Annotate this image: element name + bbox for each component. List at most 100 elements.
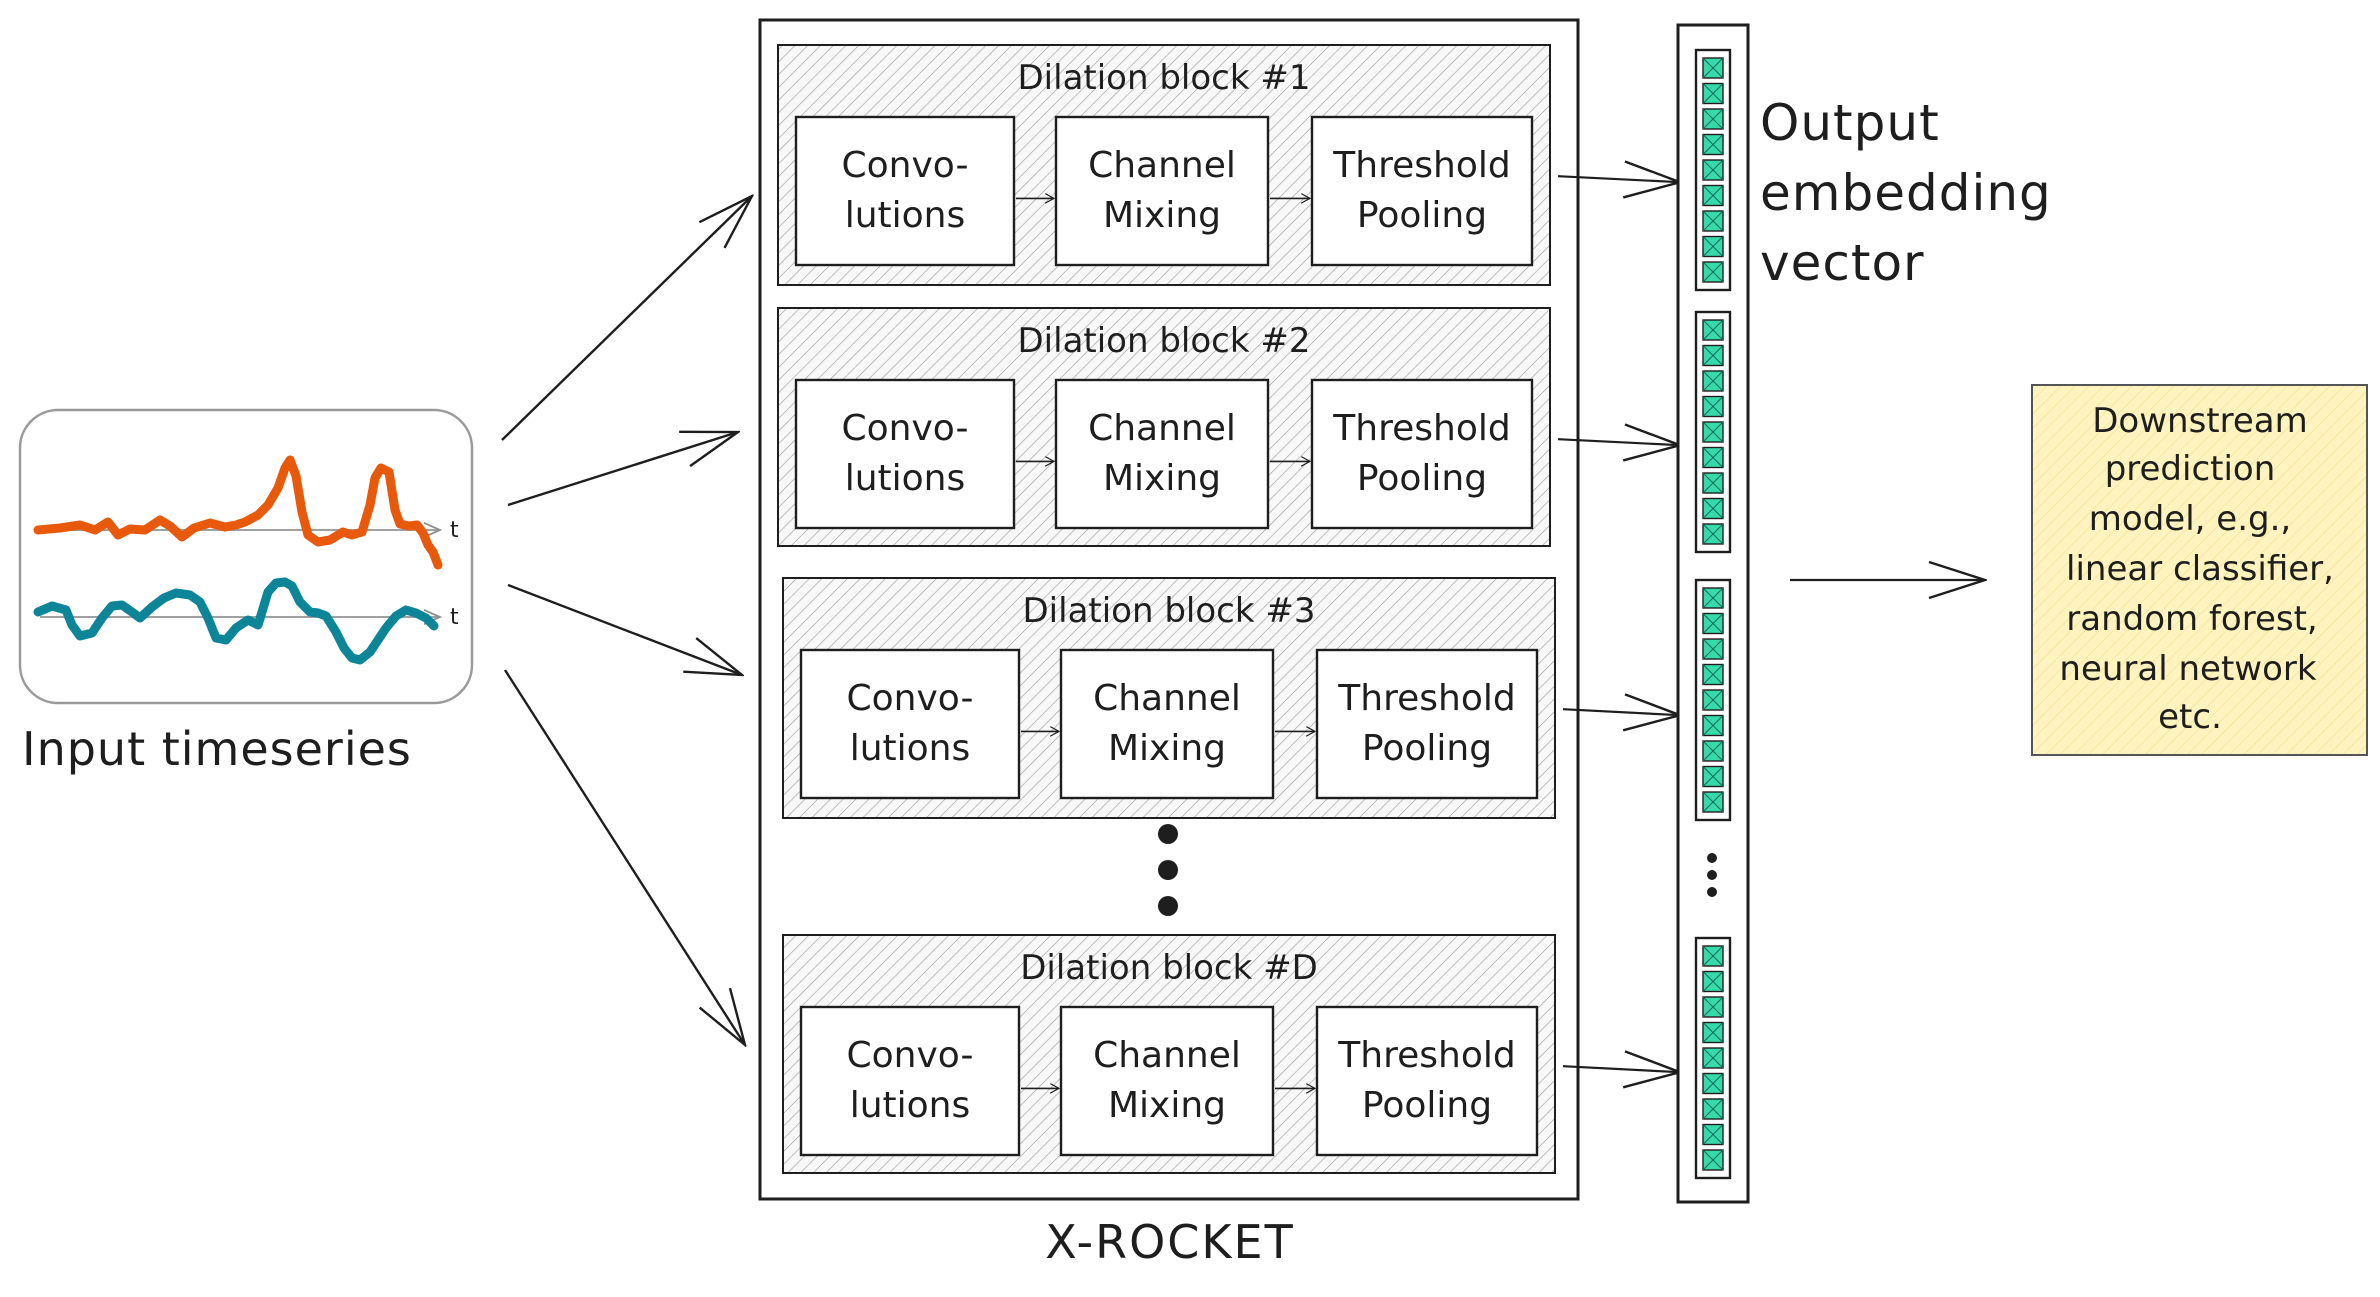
- dilation-block-title: Dilation block #D: [1020, 948, 1318, 988]
- downstream-line-1: Downstream: [2092, 401, 2308, 441]
- vector-cell-hatch: [1702, 421, 1724, 443]
- arrow-to-block-d: [503, 669, 745, 1045]
- step-label: Pooling: [1357, 458, 1487, 499]
- vector-cell-hatch: [1702, 83, 1724, 104]
- arrow-to-output-vector: [1557, 176, 1680, 182]
- vector-cell-hatch: [1702, 159, 1724, 181]
- vector-ellipsis-dot: [1707, 887, 1717, 897]
- step-label: Mixing: [1103, 195, 1221, 236]
- vector-cell-hatch: [1702, 971, 1724, 992]
- vector-cell-hatch: [1702, 447, 1724, 468]
- vector-cell-hatch: [1702, 396, 1724, 417]
- vector-segment-2: [1694, 310, 1732, 554]
- step-box: [799, 1005, 1021, 1157]
- step-box: [1054, 115, 1270, 267]
- step-label: lutions: [845, 195, 966, 236]
- arrow-to-block-3: [507, 583, 742, 675]
- vector-cell-hatch: [1702, 1098, 1724, 1120]
- downstream-line-4: linear classifier,: [2066, 549, 2334, 589]
- step-box: [1054, 378, 1270, 530]
- dilation-block-2: Dilation block #2Convo-lutionsChannelMix…: [777, 307, 1680, 547]
- downstream-model-box: Downstream prediction model, e.g., linea…: [2031, 384, 2368, 756]
- output-label-line-2: embedding: [1760, 164, 2052, 222]
- vector-cell-hatch: [1702, 1022, 1724, 1043]
- fan-out-arrows: [501, 196, 752, 1045]
- input-timeseries: t t Input timeseries: [18, 408, 474, 776]
- dilation-block-title: Dilation block #1: [1018, 58, 1311, 98]
- step-label: Convo-: [847, 1035, 974, 1076]
- vector-cell-hatch: [1702, 689, 1724, 711]
- time-axis-label-bottom: t: [450, 605, 459, 630]
- vector-segment-3: [1694, 578, 1732, 822]
- ellipsis-dot: [1158, 896, 1178, 916]
- vector-cell-hatch: [1702, 319, 1724, 341]
- output-label-line-1: Output: [1760, 94, 1940, 152]
- step-box: [1315, 648, 1539, 800]
- step-label: Channel: [1093, 678, 1241, 719]
- step-box: [1315, 1005, 1539, 1157]
- step-label: Pooling: [1362, 728, 1492, 769]
- dilation-block-title: Dilation block #3: [1023, 591, 1316, 631]
- step-box: [1059, 648, 1275, 800]
- ellipsis-dot: [1158, 860, 1178, 880]
- vector-cell-hatch: [1702, 587, 1724, 609]
- step-box: [1310, 378, 1534, 530]
- dilation-block-4: Dilation block #DConvo-lutionsChannelMix…: [782, 934, 1680, 1174]
- vector-ellipsis: [1707, 853, 1717, 897]
- blocks-ellipsis: [1158, 824, 1178, 916]
- step-label: Pooling: [1357, 195, 1487, 236]
- arrow-to-output-vector: [1562, 709, 1680, 715]
- vector-cell-hatch: [1702, 1124, 1724, 1145]
- step-label: Pooling: [1362, 1085, 1492, 1126]
- vector-cell-hatch: [1702, 210, 1724, 232]
- downstream-line-2: prediction: [2105, 449, 2276, 489]
- vector-cell-hatch: [1702, 791, 1724, 813]
- step-box: [794, 115, 1016, 267]
- step-label: Mixing: [1108, 1085, 1226, 1126]
- vector-ellipsis-dot: [1707, 870, 1717, 880]
- step-label: Channel: [1088, 145, 1236, 186]
- vector-cell-hatch: [1702, 370, 1724, 392]
- step-box: [794, 378, 1016, 530]
- vector-cell-hatch: [1702, 1073, 1724, 1094]
- step-label: Threshold: [1337, 678, 1515, 719]
- arrow-to-block-1: [501, 196, 752, 441]
- step-box: [799, 648, 1021, 800]
- vector-cell-hatch: [1702, 523, 1724, 545]
- vector-cell-hatch: [1702, 996, 1724, 1018]
- vector-cell-hatch: [1702, 740, 1724, 762]
- step-label: Channel: [1088, 408, 1236, 449]
- step-box: [1310, 115, 1534, 267]
- vector-cell-hatch: [1702, 1047, 1724, 1069]
- vector-cell-hatch: [1702, 57, 1724, 79]
- arrow-to-block-2: [507, 432, 738, 507]
- downstream-line-5: random forest,: [2066, 599, 2317, 639]
- arrow-to-output-vector: [1562, 1066, 1680, 1072]
- step-label: lutions: [850, 728, 971, 769]
- dilation-block-title: Dilation block #2: [1018, 321, 1311, 361]
- vector-cell-hatch: [1702, 945, 1724, 967]
- step-label: Threshold: [1332, 408, 1510, 449]
- vector-cell-hatch: [1702, 472, 1724, 494]
- timeseries-orange-line: [33, 455, 443, 570]
- arrow-to-output-vector: [1557, 439, 1680, 445]
- output-vector-segments: [1694, 48, 1732, 1180]
- step-label: Mixing: [1103, 458, 1221, 499]
- step-label: Threshold: [1332, 145, 1510, 186]
- vector-cell-hatch: [1702, 134, 1724, 155]
- output-vector-label: Output embedding vector: [1760, 94, 2052, 292]
- input-timeseries-label: Input timeseries: [22, 722, 412, 776]
- vector-segment-4: [1694, 936, 1732, 1180]
- vector-segment-1: [1694, 48, 1732, 292]
- time-axis-label-top: t: [450, 518, 459, 543]
- x-rocket-label: X-ROCKET: [1045, 1215, 1294, 1269]
- step-label: Convo-: [842, 145, 969, 186]
- step-label: Mixing: [1108, 728, 1226, 769]
- downstream-line-6: neural network: [2059, 649, 2316, 689]
- timeseries-teal-line: [33, 577, 439, 665]
- dilation-blocks: Dilation block #1Convo-lutionsChannelMix…: [777, 44, 1680, 1174]
- step-label: Convo-: [842, 408, 969, 449]
- vector-ellipsis-dot: [1707, 853, 1717, 863]
- vector-cell-hatch: [1702, 261, 1724, 283]
